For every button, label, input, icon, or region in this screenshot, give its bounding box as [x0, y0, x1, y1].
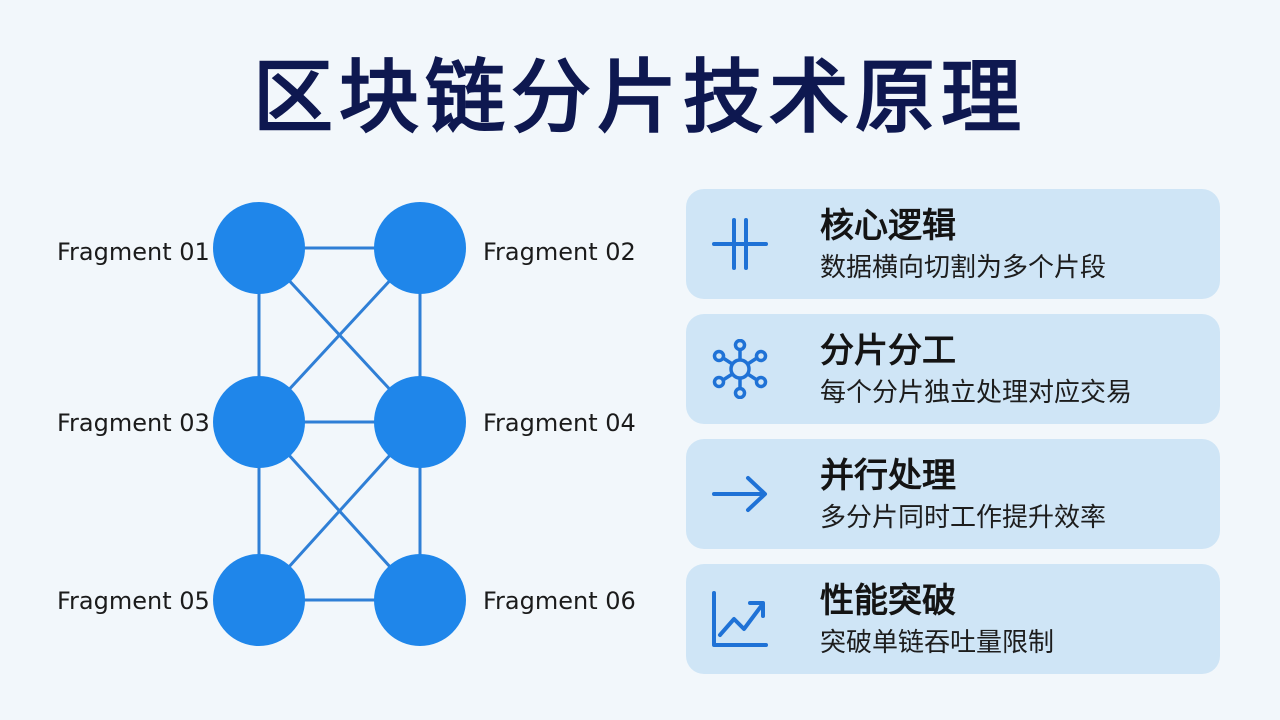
feature-card-core-logic: 核心逻辑 数据横向切割为多个片段 [686, 189, 1220, 299]
node-fragment-02 [374, 202, 466, 294]
node-label-fragment-04: Fragment 04 [483, 409, 636, 437]
card-title: 并行处理 [820, 456, 956, 496]
arrow-right-icon [712, 476, 767, 512]
card-description: 多分片同时工作提升效率 [820, 503, 1107, 533]
node-label-fragment-02: Fragment 02 [483, 238, 636, 266]
node-label-fragment-01: Fragment 01 [57, 238, 210, 266]
node-fragment-01 [213, 202, 305, 294]
shard-network-diagram: Fragment 01 Fragment 02 Fragment 03 Frag… [57, 202, 636, 646]
feature-card-list: 核心逻辑 数据横向切割为多个片段 分片分工 每个分片独立处理对应交易 [686, 189, 1220, 689]
node-fragment-05 [213, 554, 305, 646]
network-hub-icon [712, 339, 768, 399]
page-title: 区块链分片技术原理 [253, 51, 1027, 144]
network-graph [213, 202, 466, 646]
feature-card-parallel-processing: 并行处理 多分片同时工作提升效率 [686, 439, 1220, 549]
feature-card-performance: 性能突破 突破单链吞吐量限制 [686, 564, 1220, 674]
node-label-fragment-06: Fragment 06 [483, 587, 636, 615]
node-fragment-03 [213, 376, 305, 468]
card-title: 性能突破 [820, 581, 956, 621]
card-description: 数据横向切割为多个片段 [820, 253, 1107, 283]
node-label-fragment-05: Fragment 05 [57, 587, 210, 615]
card-title: 核心逻辑 [820, 206, 956, 246]
card-description: 突破单链吞吐量限制 [820, 628, 1055, 658]
split-lines-icon [712, 218, 768, 270]
feature-card-shard-division: 分片分工 每个分片独立处理对应交易 [686, 314, 1220, 424]
node-label-fragment-03: Fragment 03 [57, 409, 210, 437]
node-fragment-06 [374, 554, 466, 646]
card-description: 每个分片独立处理对应交易 [820, 378, 1133, 408]
node-fragment-04 [374, 376, 466, 468]
trend-chart-icon [712, 591, 768, 647]
card-title: 分片分工 [820, 331, 956, 371]
